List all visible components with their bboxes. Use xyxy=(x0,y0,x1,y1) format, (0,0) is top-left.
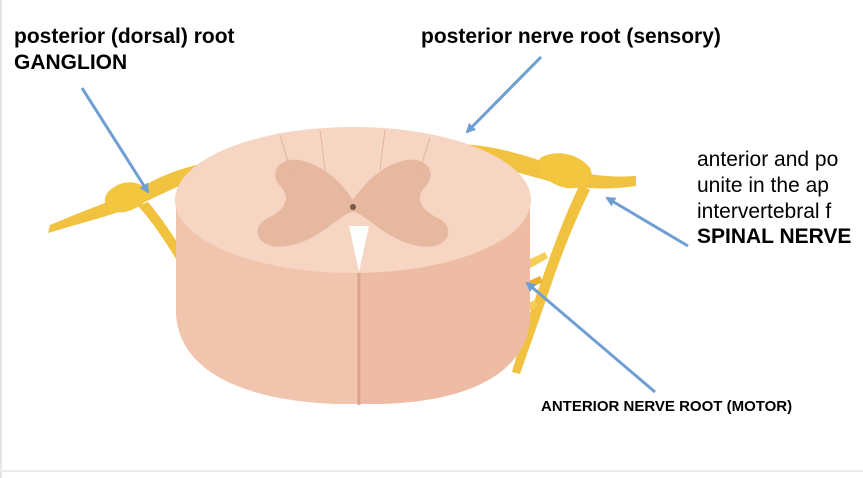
arrow-spinal-nerve xyxy=(605,196,689,248)
arrow-posterior-root xyxy=(465,55,543,134)
label-spinal-line2: unite in the ap xyxy=(697,173,829,197)
slide-left-border xyxy=(0,0,2,478)
label-ganglion-line2: GANGLION xyxy=(14,50,128,74)
spinal-cord xyxy=(175,127,531,405)
slide-bottom-border xyxy=(0,470,863,472)
label-anterior-nerve-root: ANTERIOR NERVE ROOT (MOTOR) xyxy=(541,398,793,415)
annotation-arrows xyxy=(80,55,689,394)
label-spinal-line4: SPINAL NERVE xyxy=(697,225,852,249)
left-ganglion xyxy=(104,182,150,213)
label-spinal-line1: anterior and po xyxy=(697,148,839,171)
label-spinal-line3: intervertebral f xyxy=(697,199,832,223)
central-canal xyxy=(350,204,356,210)
gray-matter xyxy=(257,159,449,247)
right-ganglion xyxy=(538,153,592,189)
label-spinal-nerve: anterior and po unite in the ap interver… xyxy=(697,147,851,250)
label-posterior-nerve-root: posterior nerve root (sensory) xyxy=(421,25,721,48)
label-posterior-root-ganglion: posterior (dorsal) root GANGLION xyxy=(14,24,235,76)
arrow-ganglion xyxy=(80,87,150,194)
label-ganglion-line1: posterior (dorsal) root xyxy=(14,25,235,48)
arrow-anterior-root xyxy=(525,281,656,394)
